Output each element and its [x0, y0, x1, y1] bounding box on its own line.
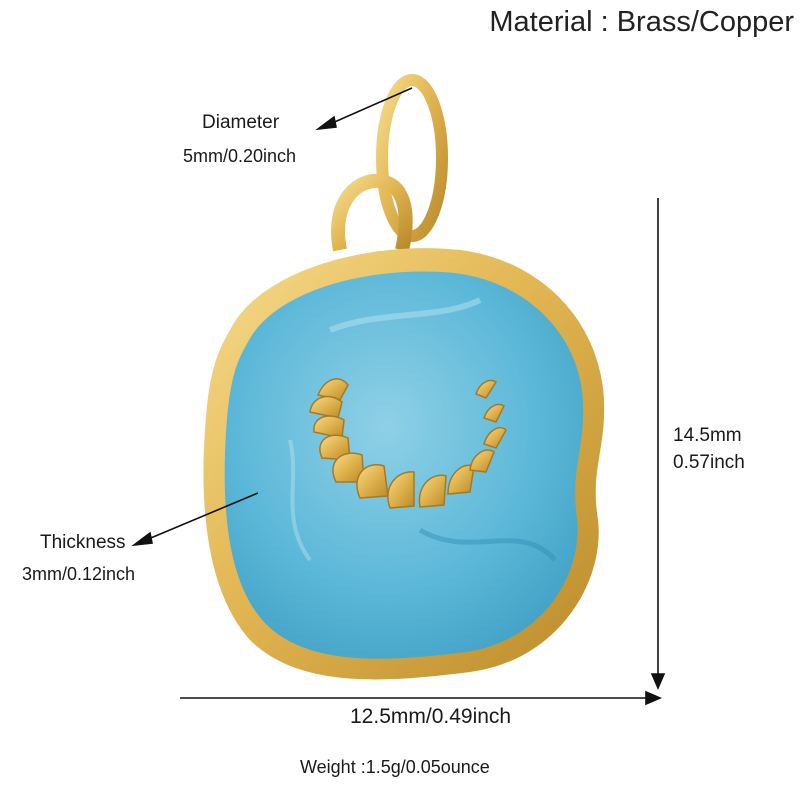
height-mm-value: 14.5mm [673, 425, 742, 446]
width-arrowhead [645, 690, 663, 706]
diameter-label: Diameter [202, 112, 280, 133]
height-arrowhead [650, 673, 666, 691]
blue-enamel [224, 271, 584, 659]
bail-loop [331, 173, 413, 252]
material-label: Material : Brass/Copper [489, 6, 794, 38]
diameter-arrow [329, 87, 413, 125]
pendant-body [203, 248, 605, 680]
thickness-arrowhead [131, 531, 153, 547]
diameter-value: 5mm/0.20inch [183, 146, 297, 166]
thickness-value: 3mm/0.12inch [22, 564, 136, 584]
thickness-label: Thickness [40, 532, 126, 553]
weight-label: Weight :1.5g/0.05ounce [300, 757, 490, 777]
diameter-arrowhead [315, 115, 337, 131]
width-value: 12.5mm/0.49inch [350, 705, 512, 728]
jump-ring [376, 74, 448, 242]
height-inch-value: 0.57inch [673, 452, 745, 473]
thickness-arrow [145, 492, 259, 541]
shell-motif [309, 378, 507, 509]
dimension-arrows [131, 87, 666, 706]
